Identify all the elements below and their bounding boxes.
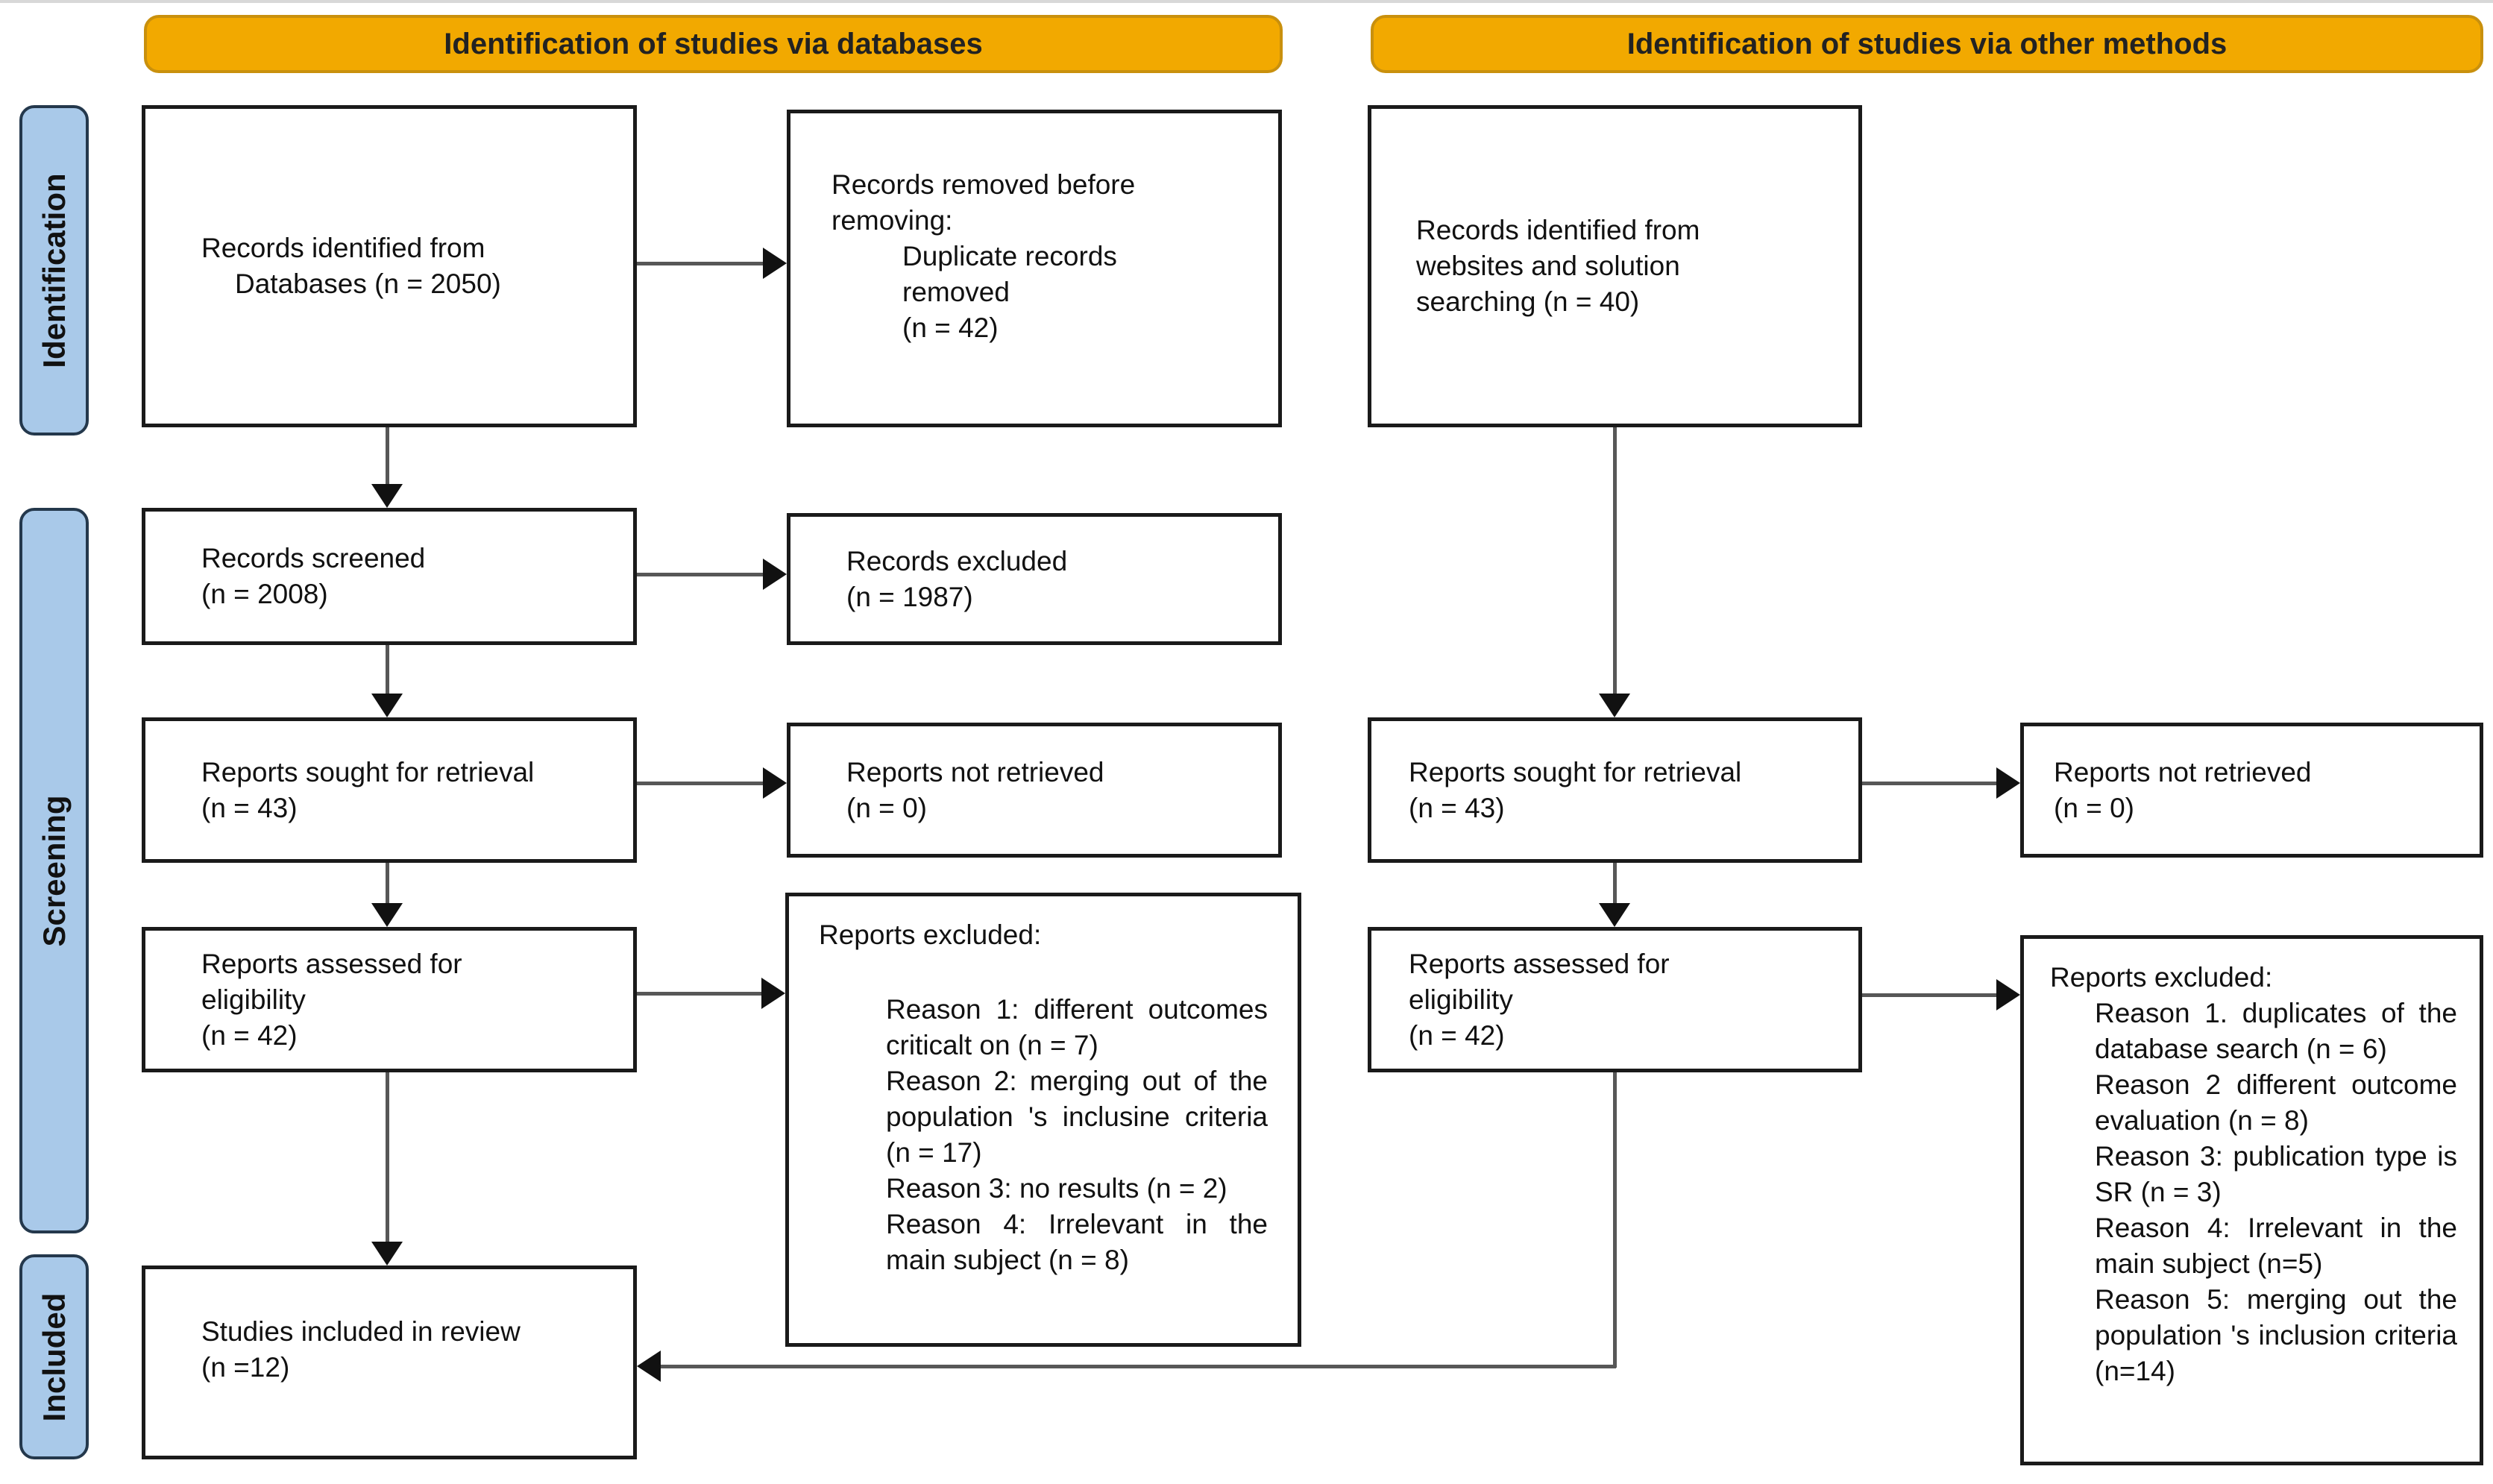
arrowhead-down-icon [371,1242,403,1266]
box-title: Reports excluded: [819,919,1042,950]
box-line: websites and solution [1416,251,1680,281]
reason-item: Reason 2: merging out of the population … [886,1066,1268,1168]
arrowhead-right-icon [1996,767,2020,799]
box-line: (n = 2008) [201,579,328,609]
box-line: (n = 42) [201,1019,298,1051]
reason-item: Reason 1: different outcomes criticalt o… [886,994,1268,1060]
stage-identification-label: Identification [36,172,72,368]
connector-assessed-other-down [1613,1072,1617,1368]
box-line: removed [902,277,1010,307]
box-line: (n = 42) [902,312,999,343]
box-line: (n = 0) [2054,792,2134,823]
connector-sought-other-to-assessed [1613,863,1617,903]
box-title: Reports excluded: [2050,962,2273,993]
stage-screening: Screening [19,508,89,1233]
box-line: (n =12) [201,1352,290,1383]
connector-identified-to-removed [637,262,763,265]
box-reports-excluded-other: Reports excluded: Reason 1. duplicates o… [2020,935,2483,1465]
connector-screened-to-excluded [637,573,763,576]
reasons-list: Reason 1: different outcomes criticalt o… [886,992,1268,1278]
bottom-divider [0,0,2493,3]
box-line: (n = 1987) [846,581,973,612]
box-line: (n = 42) [1409,1019,1505,1051]
box-line: Databases (n = 2050) [235,268,501,299]
arrowhead-down-icon [1599,694,1630,717]
box-line: Records identified from [201,233,485,263]
box-line: Records identified from [1416,215,1700,245]
arrowhead-right-icon [763,559,787,590]
stage-screening-label: Screening [36,794,72,947]
box-line: Duplicate records [902,241,1117,271]
arrowhead-down-icon [371,484,403,508]
stage-included-label: Included [36,1292,72,1421]
box-reports-sought-other: Reports sought for retrieval (n = 43) [1368,717,1862,863]
connector-assessed-other-to-excluded [1862,993,1996,997]
box-reports-assessed-other: Reports assessed for eligibility (n = 42… [1368,927,1862,1072]
reason-item: Reason 1. duplicates of the database sea… [2095,998,2457,1064]
box-line: Reports not retrieved [846,756,1104,787]
connector-assessed-to-included [386,1072,389,1242]
reason-item: Reason 3: publication type is SR (n = 3) [2095,1141,2457,1207]
box-records-identified-databases: Records identified from Databases (n = 2… [142,105,637,427]
box-line: Reports assessed for [1409,948,1670,979]
arrowhead-right-icon [1996,979,2020,1010]
arrowhead-right-icon [763,248,787,279]
box-line: Studies included in review [201,1316,521,1347]
reason-item: Reason 2 different outcome evaluation (n… [2095,1069,2457,1136]
box-line: Reports sought for retrieval [201,756,535,787]
header-other-methods: Identification of studies via other meth… [1371,15,2483,73]
header-databases: Identification of studies via databases [144,15,1283,73]
box-records-excluded: Records excluded (n = 1987) [787,513,1282,645]
arrowhead-right-icon [761,978,785,1009]
box-reports-assessed-databases: Reports assessed for eligibility (n = 42… [142,927,637,1072]
box-reports-sought-databases: Reports sought for retrieval (n = 43) [142,717,637,863]
box-line: Reports assessed for [201,948,462,979]
box-line: removing: [831,205,953,236]
box-line: Reports not retrieved [2054,756,2312,787]
box-line: Records excluded [846,545,1068,576]
box-records-screened: Records screened (n = 2008) [142,508,637,645]
box-line: searching (n = 40) [1416,286,1640,317]
connector-sought-other-to-notretrieved [1862,782,1996,785]
arrowhead-left-icon [637,1351,661,1382]
arrowhead-right-icon [763,767,787,799]
stage-identification: Identification [19,105,89,436]
reason-item: Reason 5: merging out the population 's … [2095,1284,2457,1386]
box-line: (n = 43) [1409,792,1505,823]
connector-identified-to-screened [386,427,389,484]
connector-sought-to-notretrieved [637,782,763,785]
arrowhead-down-icon [371,694,403,717]
box-line: Records removed before [831,169,1136,200]
connector-sought-to-assessed [386,863,389,903]
box-reports-excluded-databases: Reports excluded: Reason 1: different ou… [785,893,1301,1347]
stage-included: Included [19,1254,89,1459]
box-line: eligibility [201,984,306,1015]
box-records-removed-before: Records removed before removing: Duplica… [787,110,1282,427]
reason-item: Reason 3: no results (n = 2) [886,1173,1227,1204]
connector-assessed-to-excluded [637,992,761,996]
header-databases-label: Identification of studies via databases [444,27,983,60]
reasons-list: Reason 1. duplicates of the database sea… [2095,996,2457,1389]
box-reports-not-retrieved-other: Reports not retrieved (n = 0) [2020,723,2483,858]
box-line: (n = 43) [201,792,298,823]
box-records-identified-websites: Records identified from websites and sol… [1368,105,1862,427]
box-line: eligibility [1409,984,1513,1015]
connector-other-to-included [661,1365,1616,1368]
box-line: Reports sought for retrieval [1409,756,1742,787]
connector-web-to-sought [1613,427,1617,694]
box-line: (n = 0) [846,792,927,823]
arrowhead-down-icon [1599,903,1630,927]
arrowhead-down-icon [371,903,403,927]
header-other-methods-label: Identification of studies via other meth… [1626,27,2228,60]
connector-screened-to-sought [386,645,389,694]
box-line: Records screened [201,543,426,573]
box-reports-not-retrieved-databases: Reports not retrieved (n = 0) [787,723,1282,858]
reason-item: Reason 4: Irrelevant in the main subject… [2095,1213,2457,1279]
box-studies-included: Studies included in review (n =12) [142,1266,637,1459]
reason-item: Reason 4: Irrelevant in the main subject… [886,1209,1268,1275]
